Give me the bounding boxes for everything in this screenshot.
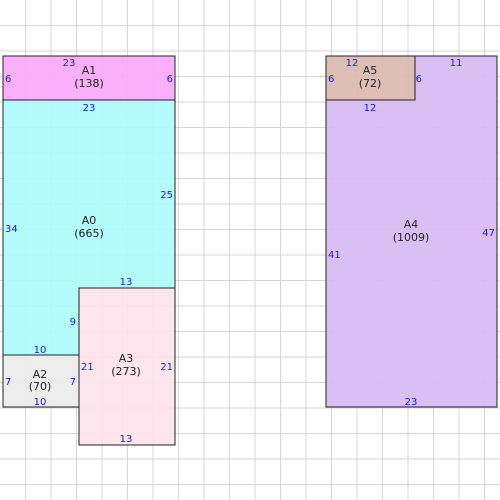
- area-a5-right-dimension: 6: [416, 74, 422, 85]
- area-a4-bottom-dimension: 23: [405, 397, 418, 408]
- area-a0-bottom-dimension: 10: [34, 345, 47, 356]
- area-a2: [2, 354, 80, 408]
- area-a2-name: A2: [33, 368, 48, 381]
- area-a3-right-dimension: 21: [160, 362, 173, 373]
- area-a3: [78, 287, 176, 446]
- area-a1-name: A1: [82, 64, 97, 77]
- area-a0-value: (665): [74, 227, 104, 240]
- area-a4-left-dimension: 41: [328, 250, 341, 261]
- area-a4-top-dimension: 11: [450, 58, 463, 69]
- area-a4-value: (1009): [393, 231, 430, 244]
- area-a3-top-dimension: 13: [120, 277, 133, 288]
- area-a1-bottom-dimension: 23: [83, 103, 96, 114]
- area-a2-left-dimension: 7: [5, 377, 11, 388]
- area-a0-left-dimension: 34: [5, 224, 18, 235]
- area-a1: [2, 55, 176, 101]
- area-a1-value: (138): [74, 77, 104, 90]
- area-a1-top-dimension: 23: [63, 58, 76, 69]
- area-a4-name: A4: [404, 218, 419, 231]
- area-a5-value: (72): [359, 77, 382, 90]
- area-a3-value: (273): [111, 365, 141, 378]
- area-a0-step-dimension: 9: [70, 317, 76, 328]
- area-a0-right-dimension: 25: [160, 190, 173, 201]
- area-a2-value: (70): [29, 380, 52, 393]
- area-a1-right-dimension: 6: [167, 74, 173, 85]
- area-a3-name: A3: [119, 352, 134, 365]
- area-a3-bottom-dimension: 13: [120, 434, 133, 445]
- area-a5-top-dimension: 12: [346, 58, 359, 69]
- area-a5: [325, 55, 416, 101]
- area-a1-left-dimension: 6: [5, 74, 11, 85]
- area-a4-right-dimension: 47: [482, 228, 495, 239]
- area-a2-bottom-dimension: 10: [34, 397, 47, 408]
- area-a5-bottom-dimension: 12: [364, 103, 377, 114]
- area-a0-name: A0: [82, 214, 97, 227]
- area-a5-name: A5: [363, 64, 378, 77]
- area-a5-left-dimension: 6: [328, 74, 334, 85]
- area-a3-left-dimension: 21: [81, 362, 94, 373]
- area-a2-right-dimension: 7: [70, 377, 76, 388]
